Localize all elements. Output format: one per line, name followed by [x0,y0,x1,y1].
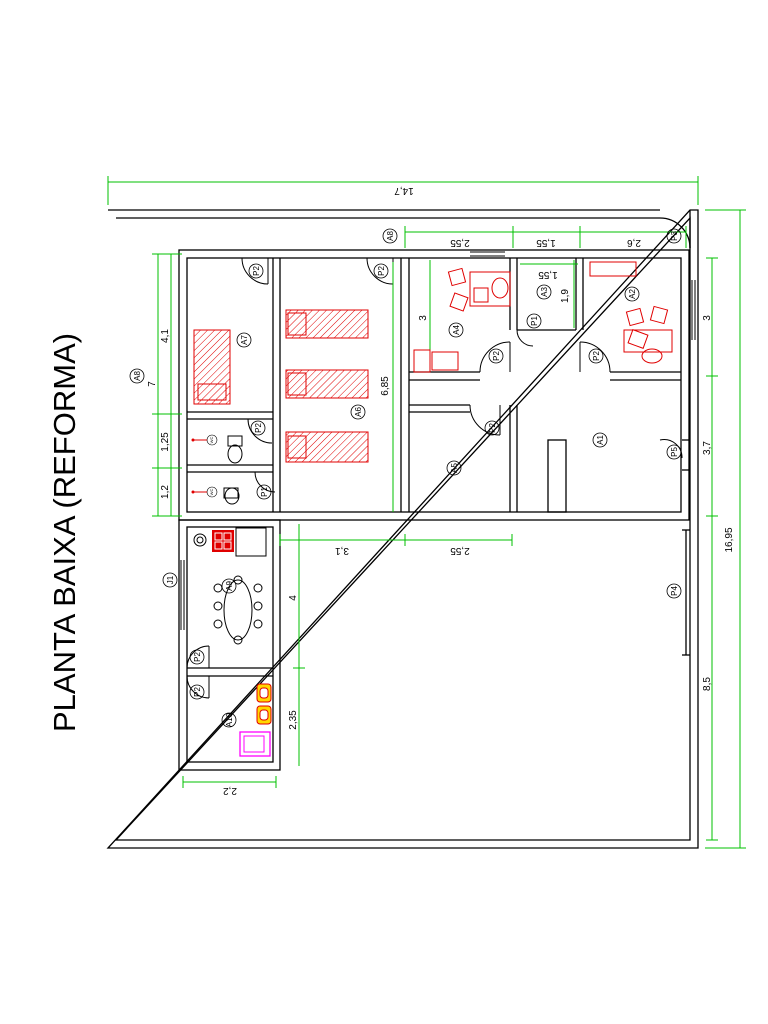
svg-text:16,95: 16,95 [724,527,735,552]
svg-text:A6: A6 [354,407,363,417]
outer-walls [106,209,699,849]
svg-text:J1: J1 [166,575,175,584]
svg-text:3,1: 3,1 [335,545,349,556]
interior-walls [178,249,690,771]
svg-text:1,55: 1,55 [536,237,556,248]
svg-text:2,6: 2,6 [627,237,641,248]
svg-text:P2: P2 [377,266,386,276]
windows [180,251,696,630]
svg-text:P5: P5 [670,447,679,457]
svg-text:P4: P4 [670,586,679,596]
svg-text:A2: A2 [628,289,637,299]
door-label-texts: P2 P2 P2 P2 P2 P1 P2 P1 P3 P4 P5 P2 P2 J… [166,231,679,697]
svg-text:A7: A7 [240,335,249,345]
svg-text:P2: P2 [193,652,202,662]
dimension-overall-height: 16,95 [705,209,746,849]
svg-text:1,9: 1,9 [560,289,571,303]
svg-text:P2: P2 [592,351,601,361]
svg-text:1,25: 1,25 [160,432,171,452]
svg-text:A10: A10 [225,712,234,727]
svg-text:A4: A4 [452,325,461,335]
door-label-circles [162,228,682,700]
svg-text:3: 3 [418,315,429,321]
dimension-texts: 2,55 1,55 2,6 1,55 1,9 3 3 3,7 8,5 6,85 … [147,237,713,796]
svg-text:A8: A8 [386,231,395,241]
svg-text:P3: P3 [670,231,679,241]
wc-fixtures: WC WC [191,434,243,505]
svg-text:4: 4 [288,595,299,601]
svg-text:WC: WC [209,437,214,444]
svg-text:2,2: 2,2 [223,785,237,796]
svg-text:P1: P1 [260,487,269,497]
laundry-fixtures [239,683,272,757]
svg-text:1,55: 1,55 [538,269,558,280]
svg-text:P2: P2 [492,351,501,361]
svg-text:P2: P2 [252,266,261,276]
kitchen-fixtures [193,527,267,645]
dimension-lines [152,226,718,841]
svg-text:14,7: 14,7 [394,185,414,196]
door-swings [186,257,683,699]
svg-text:6,85: 6,85 [380,376,391,396]
svg-text:3: 3 [702,315,713,321]
svg-text:P1: P1 [530,316,539,326]
svg-text:P2: P2 [254,423,263,433]
svg-text:2,55: 2,55 [450,237,470,248]
svg-text:WC: WC [209,489,214,496]
bed-a7 [193,329,231,405]
svg-text:A3: A3 [540,287,549,297]
svg-text:8,5: 8,5 [702,677,713,691]
svg-text:7: 7 [147,381,158,387]
svg-text:2,55: 2,55 [450,545,470,556]
svg-text:4,1: 4,1 [160,329,171,343]
svg-text:3,7: 3,7 [702,441,713,455]
dimension-overall-width: 14,7 [107,176,699,205]
svg-text:1,2: 1,2 [160,485,171,499]
beds-a6 [285,309,369,463]
svg-text:P2: P2 [488,423,497,433]
furniture-a2 [589,261,673,364]
plan-title: PLANTA BAIXA (REFORMA) [47,333,82,732]
svg-text:2,35: 2,35 [288,710,299,730]
svg-text:P2: P2 [193,687,202,697]
svg-text:A8: A8 [133,371,142,381]
furniture-a4 [413,267,511,373]
svg-text:A1: A1 [596,435,605,445]
svg-text:A5: A5 [450,463,459,473]
